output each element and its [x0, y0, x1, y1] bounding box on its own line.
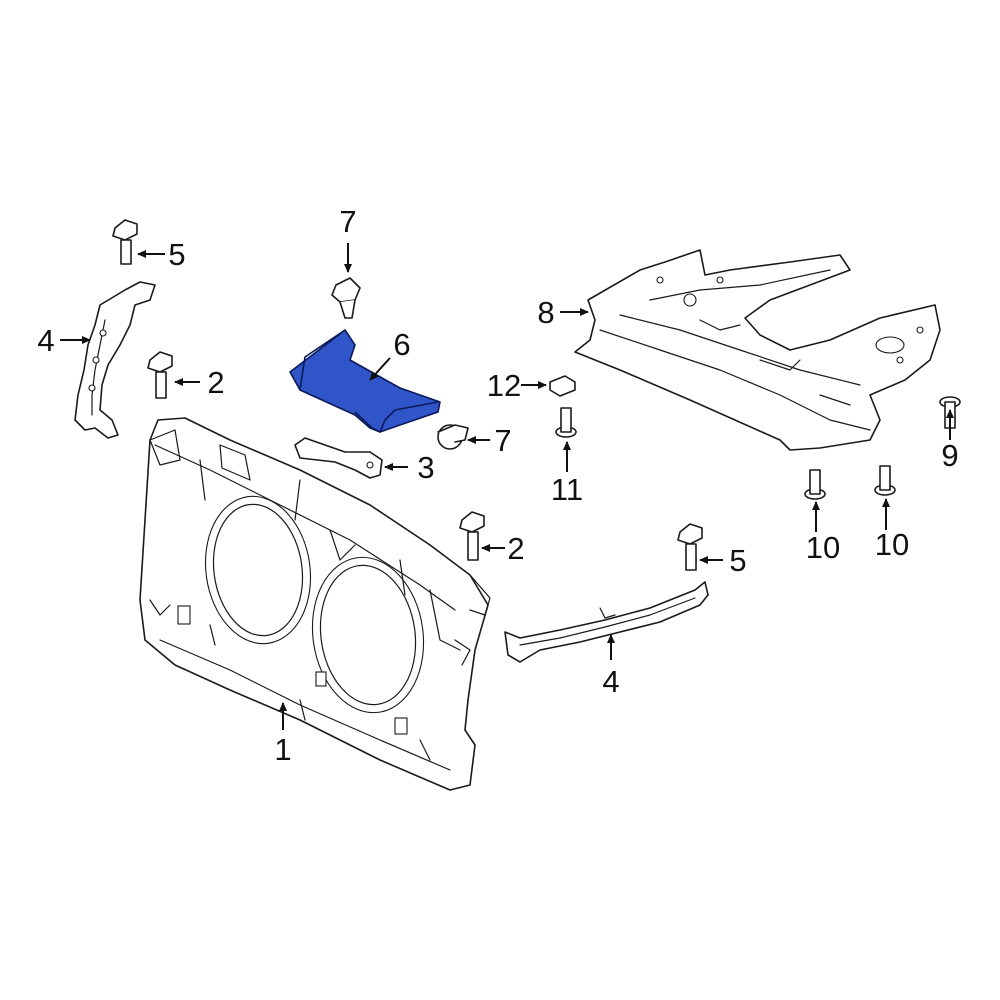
callout-5-lower: 5: [729, 543, 746, 578]
clip-7b: [437, 424, 469, 450]
callout-10-left: 10: [806, 530, 840, 565]
bolt-10b: [874, 465, 896, 496]
bolt-2a: [147, 351, 173, 399]
callout-2-lower: 2: [507, 531, 524, 566]
bolt-5b: [677, 523, 703, 571]
callout-1: 1: [274, 732, 291, 767]
under-cover-part-8: [574, 249, 941, 451]
part-6-fill: [289, 329, 441, 433]
callout-arrows: [60, 243, 954, 730]
callout-7-lower: 7: [494, 423, 511, 458]
bracket-part-4-right: [504, 581, 709, 663]
callout-10-right: 10: [875, 527, 909, 562]
callout-4-left: 4: [37, 323, 54, 358]
bolt-11: [555, 407, 577, 438]
bracket-part-6-highlighted: [289, 329, 441, 433]
bolt-2b: [459, 511, 485, 561]
callout-3: 3: [417, 450, 434, 485]
bolt-5a: [112, 219, 138, 265]
nut-12: [549, 375, 576, 397]
callout-9: 9: [941, 438, 958, 473]
callout-labels: 1 2 2 3 4 4 5 5 6 7 7 8 9 10 10 11 12: [37, 204, 958, 767]
clip-7a: [331, 277, 361, 319]
bolt-10a: [804, 469, 826, 500]
callout-5-upper: 5: [168, 237, 185, 272]
callout-2-upper: 2: [207, 365, 224, 400]
radiator-support-part-1: [139, 417, 491, 791]
callout-11: 11: [551, 472, 583, 507]
callout-8: 8: [537, 295, 554, 330]
callout-7-upper: 7: [339, 204, 356, 239]
bracket-part-3: [294, 437, 383, 479]
bracket-part-4-left: [74, 281, 156, 439]
callout-6: 6: [393, 327, 410, 362]
callout-12: 12: [487, 368, 521, 403]
callout-4-lower: 4: [602, 664, 619, 699]
